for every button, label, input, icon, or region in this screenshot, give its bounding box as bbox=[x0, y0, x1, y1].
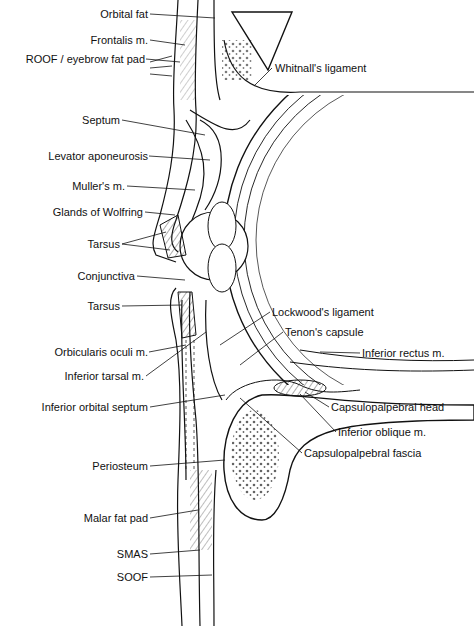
roof-line bbox=[224, 40, 474, 92]
part-label: Frontalis m. bbox=[0, 33, 148, 47]
part-label: Capsulopalpebral head bbox=[331, 400, 472, 414]
leader-lines bbox=[122, 14, 360, 577]
part-label: Tarsus bbox=[0, 237, 120, 251]
lower-tarsus bbox=[178, 292, 196, 338]
inferior-oblique bbox=[274, 380, 326, 396]
part-label: Whitnall's ligament bbox=[275, 61, 425, 75]
part-label: Septum bbox=[0, 113, 120, 127]
part-label: Periosteum bbox=[0, 459, 148, 473]
capsulopalpebral bbox=[226, 380, 360, 400]
part-label: Capsulopalpebral fascia bbox=[304, 446, 454, 460]
part-label: Muller's m. bbox=[0, 179, 125, 193]
lens bbox=[208, 244, 236, 292]
lens bbox=[208, 202, 236, 250]
part-label: Tenon's capsule bbox=[285, 325, 435, 339]
part-label: ROOF / eyebrow fat pad bbox=[0, 52, 145, 66]
bone-texture bbox=[231, 410, 279, 500]
part-label: Inferior orbital septum bbox=[0, 400, 148, 414]
part-label: Orbicularis oculi m. bbox=[0, 345, 148, 359]
part-label: Glands of Wolfring bbox=[0, 205, 143, 219]
part-label: Lockwood's ligament bbox=[272, 305, 422, 319]
frontalis bbox=[180, 20, 196, 100]
orbital-floor bbox=[224, 395, 474, 520]
part-label: Conjunctiva bbox=[0, 269, 135, 283]
part-label: SOOF bbox=[0, 570, 148, 584]
anatomy-outline bbox=[153, 0, 250, 626]
part-label: Levator aponeurosis bbox=[0, 149, 148, 163]
globe bbox=[224, 95, 474, 385]
orbicularis bbox=[186, 340, 194, 470]
inferior-rectus bbox=[290, 362, 474, 371]
part-label: SMAS bbox=[0, 547, 148, 561]
bone-texture bbox=[222, 40, 252, 80]
part-label: Inferior oblique m. bbox=[338, 425, 472, 439]
part-label: Malar fat pad bbox=[0, 511, 148, 525]
upper-tarsus bbox=[160, 215, 186, 258]
eyebrow bbox=[150, 56, 172, 76]
part-label: Tarsus bbox=[0, 299, 120, 313]
part-label: Orbital fat bbox=[0, 7, 148, 21]
part-label: Inferior tarsal m. bbox=[0, 369, 144, 383]
malar-fat-pad bbox=[190, 470, 212, 550]
part-label: Inferior rectus m. bbox=[362, 346, 472, 360]
